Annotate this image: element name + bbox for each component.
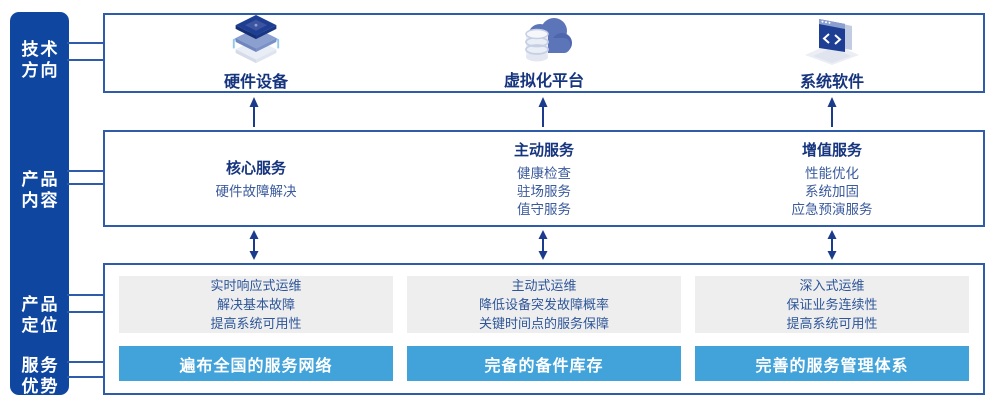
cloud-database-icon	[514, 15, 574, 64]
sidebar-label-line: 技术	[21, 40, 60, 59]
double-arrow-icon	[538, 230, 548, 260]
sidebar-label-line: 服务	[21, 356, 60, 375]
sidebar-item-tech-direction: 技术 方向	[10, 39, 69, 81]
service-title: 增值服务	[801, 141, 862, 159]
connector-line	[67, 59, 105, 61]
advantage-bar: 遍布全国的服务网络	[119, 346, 393, 381]
service-item: 值守服务	[517, 201, 571, 217]
tech-direction-panel: 硬件设备 虚拟化平台	[103, 13, 985, 93]
service-title: 主动服务	[513, 141, 574, 159]
tech-column-software: 系统软件	[695, 15, 969, 91]
positioning-line: 提高系统可用性	[786, 316, 878, 331]
connector-line	[67, 361, 105, 363]
tech-column-virtualization: 虚拟化平台	[407, 15, 681, 91]
service-column-proactive: 主动服务 健康检查 驻场服务 值守服务	[407, 132, 681, 225]
service-item: 硬件故障解决	[215, 183, 297, 199]
connector-line	[67, 311, 105, 313]
sidebar-item-product-positioning: 产品 定位	[10, 294, 69, 336]
bottom-column-3: 深入式运维 保证业务连续性 提高系统可用性 完善的服务管理体系	[695, 276, 969, 381]
up-arrow-icon	[827, 97, 837, 127]
sidebar-label-line: 产品	[21, 295, 60, 314]
tech-label-virtualization: 虚拟化平台	[503, 73, 584, 90]
sidebar-label-line: 定位	[21, 316, 60, 335]
sidebar-item-product-content: 产品 内容	[10, 169, 69, 211]
tech-label-software: 系统软件	[799, 73, 864, 91]
code-window-icon	[803, 15, 861, 65]
positioning-line: 提高系统可用性	[210, 316, 302, 331]
positioning-line: 解决基本故障	[216, 297, 295, 312]
connector-line	[67, 183, 105, 185]
positioning-panel: 深入式运维 保证业务连续性 提高系统可用性	[695, 276, 969, 333]
advantage-bar: 完善的服务管理体系	[695, 346, 969, 381]
connector-line	[67, 294, 105, 296]
tech-column-hardware: 硬件设备	[119, 14, 393, 91]
service-column-core: 核心服务 硬件故障解决	[119, 132, 393, 225]
service-column-value-added: 增值服务 性能优化 系统加固 应急预演服务	[695, 132, 969, 225]
connector-line	[67, 42, 105, 44]
product-content-panel: 核心服务 硬件故障解决 主动服务 健康检查 驻场服务 值守服务 增值服务 性能优…	[103, 130, 985, 227]
server-stack-icon	[228, 14, 284, 65]
sidebar-item-service-advantage: 服务 优势	[10, 355, 69, 397]
positioning-line: 实时响应式运维	[210, 278, 302, 293]
positioning-line: 主动式运维	[511, 278, 577, 293]
up-arrow-icon	[538, 97, 548, 127]
double-arrow-icon	[249, 230, 259, 260]
positioning-line: 关键时间点的服务保障	[478, 316, 609, 331]
service-item: 系统加固	[805, 183, 859, 199]
positioning-line: 保证业务连续性	[786, 297, 878, 312]
sidebar-label-line: 方向	[21, 61, 60, 80]
positioning-panel: 主动式运维 降低设备突发故障概率 关键时间点的服务保障	[407, 276, 681, 333]
double-arrow-icon	[827, 230, 837, 260]
category-sidebar: 技术 方向 产品 内容 产品 定位 服务 优势	[10, 12, 69, 397]
connector-line	[67, 170, 105, 172]
tech-label-hardware: 硬件设备	[223, 73, 288, 91]
positioning-advantage-panel: 实时响应式运维 解决基本故障 提高系统可用性 遍布全国的服务网络 主动式运维 降…	[103, 263, 985, 395]
connector-line	[67, 376, 105, 378]
bottom-column-1: 实时响应式运维 解决基本故障 提高系统可用性 遍布全国的服务网络	[119, 276, 393, 381]
service-item: 性能优化	[805, 165, 859, 181]
positioning-line: 降低设备突发故障概率	[478, 297, 609, 312]
positioning-line: 深入式运维	[799, 278, 865, 293]
service-item: 应急预演服务	[791, 201, 873, 217]
service-title: 核心服务	[225, 159, 286, 177]
positioning-panel: 实时响应式运维 解决基本故障 提高系统可用性	[119, 276, 393, 333]
bottom-column-2: 主动式运维 降低设备突发故障概率 关键时间点的服务保障 完备的备件库存	[407, 276, 681, 381]
up-arrow-icon	[249, 97, 259, 127]
service-item: 健康检查	[517, 165, 571, 181]
sidebar-label-line: 内容	[21, 191, 60, 210]
advantage-bar: 完备的备件库存	[407, 346, 681, 381]
sidebar-label-line: 产品	[21, 170, 60, 189]
service-item: 驻场服务	[517, 183, 571, 199]
sidebar-label-line: 优势	[21, 377, 60, 396]
